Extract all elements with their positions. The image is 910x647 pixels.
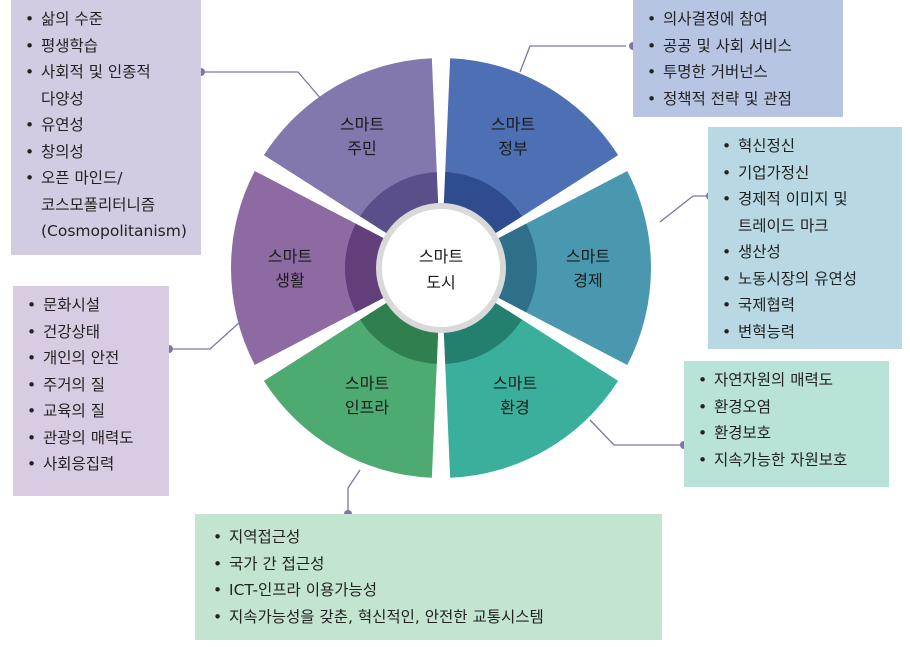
segment-resident-line2: 주민 <box>347 139 376 158</box>
government-attributes-box: 의사결정에 참여 공공 및 사회 서비스 투명한 거버넌스 정책적 전략 및 관… <box>633 0 843 117</box>
segment-life-line1: 스마트 <box>268 247 312 266</box>
list-item: 코스모폴리터니즘 <box>41 195 156 214</box>
list-item: 창의성 <box>25 139 191 166</box>
list-item: 혁신정신 <box>722 133 892 160</box>
segment-resident-inner-ring <box>360 172 439 235</box>
segment-economy-line1: 스마트 <box>566 247 610 266</box>
environment-attributes-list: 자연자원의 매력도 환경오염 환경보호 지속가능한 자원보호 <box>698 367 879 473</box>
list-item: 주거의 질 <box>27 372 159 399</box>
connector-line-economy <box>659 195 710 223</box>
connector-line-life <box>169 321 241 350</box>
life-attributes-box: 문화시설 건강상태 개인의 안전 주거의 질 교육의 질 관광의 매력도 사회응… <box>13 286 169 496</box>
segment-government-line2: 정부 <box>498 139 527 158</box>
segment-resident-line1: 스마트 <box>340 115 384 134</box>
list-item: ICT-인프라 이용가능성 <box>213 577 652 604</box>
connector-line-environment <box>589 419 684 446</box>
list-item: 관광의 매력도 <box>27 425 159 452</box>
list-item: 투명한 거버넌스 <box>647 59 833 86</box>
list-item: 다양성 <box>41 89 84 108</box>
segment-economy <box>525 171 651 365</box>
segment-life-inner-ring <box>345 223 387 313</box>
segment-economy-inner-ring <box>495 223 537 313</box>
segment-government-line1: 스마트 <box>491 115 535 134</box>
list-item: 의사결정에 참여 <box>647 6 833 33</box>
list-item: 환경오염 <box>698 394 879 421</box>
segment-environment-inner-ring <box>443 301 522 364</box>
economy-attributes-list: 혁신정신 기업가정신 경제적 이미지 및 트레이드 마크 생산성 노동시장의 유… <box>722 133 892 345</box>
resident-attributes-list: 삶의 수준 평생학습 사회적 및 인종적 다양성 유연성 창의성 오픈 마인드/… <box>25 6 191 245</box>
list-item: 개인의 안전 <box>27 345 159 372</box>
list-item: 국제협력 <box>722 292 892 319</box>
segment-infra-line1: 스마트 <box>345 374 389 393</box>
center-label-line2: 도시 <box>426 273 455 292</box>
center-circle <box>376 203 506 333</box>
list-item: 지속가능성을 갖춘, 혁신적인, 안전한 교통시스템 <box>213 604 652 631</box>
list-item: 트레이드 마크 <box>738 216 829 235</box>
connector-line-government <box>519 45 626 73</box>
segment-environment <box>445 319 619 478</box>
segment-government-inner-ring <box>443 172 522 235</box>
infra-attributes-list: 지역접근성 국가 간 접근성 ICT-인프라 이용가능성 지속가능성을 갖춘, … <box>213 524 652 630</box>
segment-infra <box>263 319 437 478</box>
resident-attributes-box: 삶의 수준 평생학습 사회적 및 인종적 다양성 유연성 창의성 오픈 마인드/… <box>11 0 201 255</box>
list-item: 삶의 수준 <box>25 6 191 33</box>
segment-infra-inner-ring <box>360 301 439 364</box>
list-item: 오픈 마인드/ <box>25 165 191 192</box>
list-item: 평생학습 <box>25 33 191 60</box>
segment-environment-line2: 환경 <box>500 398 529 417</box>
infra-attributes-box: 지역접근성 국가 간 접근성 ICT-인프라 이용가능성 지속가능성을 갖춘, … <box>195 514 662 640</box>
list-item: 기업가정신 <box>722 160 892 187</box>
connector-line-infra <box>347 469 361 514</box>
list-item: 노동시장의 유연성 <box>722 266 892 293</box>
list-item: 생산성 <box>722 239 892 266</box>
list-item: (Cosmopolitanism) <box>41 222 187 240</box>
segment-government <box>445 58 619 217</box>
list-item: 사회적 및 인종적 <box>25 59 191 86</box>
list-item: 국가 간 접근성 <box>213 551 652 578</box>
list-item: 유연성 <box>25 112 191 139</box>
segment-life-line2: 생활 <box>275 271 305 290</box>
list-item: 사회응집력 <box>27 451 159 478</box>
list-item: 건강상태 <box>27 319 159 346</box>
life-attributes-list: 문화시설 건강상태 개인의 안전 주거의 질 교육의 질 관광의 매력도 사회응… <box>27 292 159 478</box>
list-item: 경제적 이미지 및 <box>722 186 892 213</box>
list-item: 지속가능한 자원보호 <box>698 447 879 474</box>
list-item: 환경보호 <box>698 420 879 447</box>
segment-infra-line2: 인프라 <box>345 398 389 417</box>
list-item: 공공 및 사회 서비스 <box>647 33 833 60</box>
list-item: 문화시설 <box>27 292 159 319</box>
center-label-line1: 스마트 <box>419 247 463 266</box>
economy-attributes-box: 혁신정신 기업가정신 경제적 이미지 및 트레이드 마크 생산성 노동시장의 유… <box>708 127 902 349</box>
list-item: 정책적 전략 및 관점 <box>647 86 833 113</box>
segment-life <box>230 171 357 365</box>
segment-resident <box>263 58 437 217</box>
list-item: 교육의 질 <box>27 398 159 425</box>
segment-environment-line1: 스마트 <box>493 374 537 393</box>
list-item: 변혁능력 <box>722 319 892 346</box>
list-item: 자연자원의 매력도 <box>698 367 879 394</box>
government-attributes-list: 의사결정에 참여 공공 및 사회 서비스 투명한 거버넌스 정책적 전략 및 관… <box>647 6 833 112</box>
list-item: 지역접근성 <box>213 524 652 551</box>
segment-economy-line2: 경제 <box>573 271 602 290</box>
connector-line-resident <box>201 71 323 101</box>
environment-attributes-box: 자연자원의 매력도 환경오염 환경보호 지속가능한 자원보호 <box>684 361 889 487</box>
